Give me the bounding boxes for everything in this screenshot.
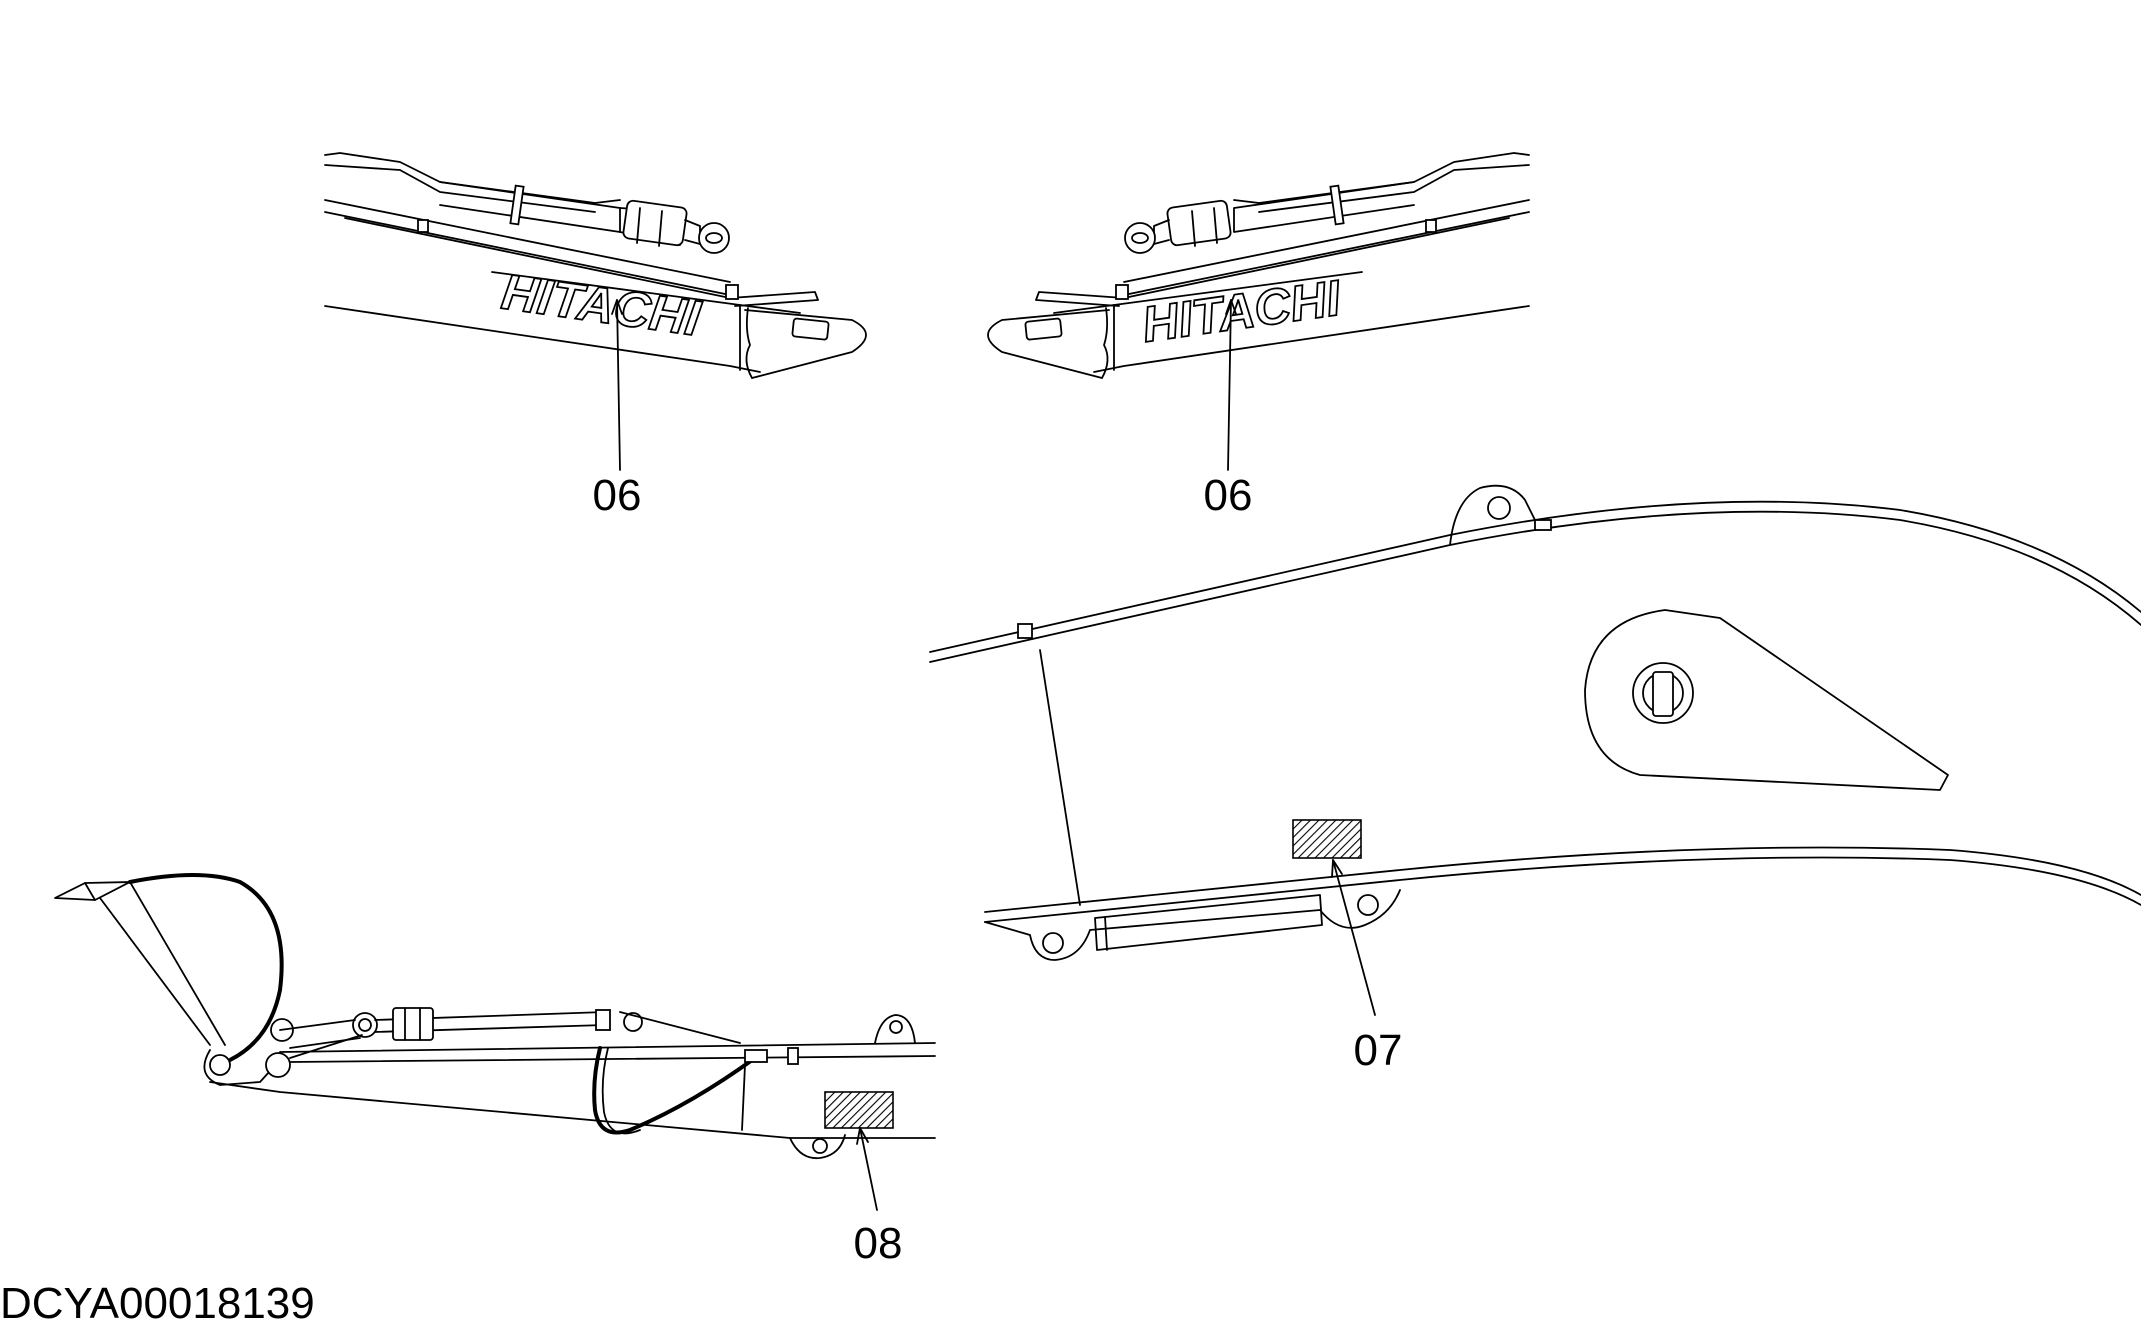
callout-06-right: 06 bbox=[1204, 471, 1253, 520]
callout-08: 08 bbox=[854, 1219, 903, 1268]
brand-text-left: HITACHI bbox=[498, 263, 704, 346]
callout-07: 07 bbox=[1354, 1026, 1403, 1075]
boom-view: 07 bbox=[929, 484, 2141, 1075]
arm-view: 08 bbox=[54, 873, 936, 1268]
document-id: DCYA00018139 bbox=[0, 1279, 315, 1328]
brand-text-right: HITACHI bbox=[1139, 270, 1345, 353]
arm-end-view-right bbox=[987, 152, 1530, 379]
leader-06-right bbox=[1225, 299, 1237, 471]
callout-06-left: 06 bbox=[593, 471, 642, 520]
arm-end-view-left: HITACHI 06 bbox=[324, 152, 867, 520]
decal-07 bbox=[1292, 819, 1362, 859]
decal-08 bbox=[824, 1091, 894, 1129]
